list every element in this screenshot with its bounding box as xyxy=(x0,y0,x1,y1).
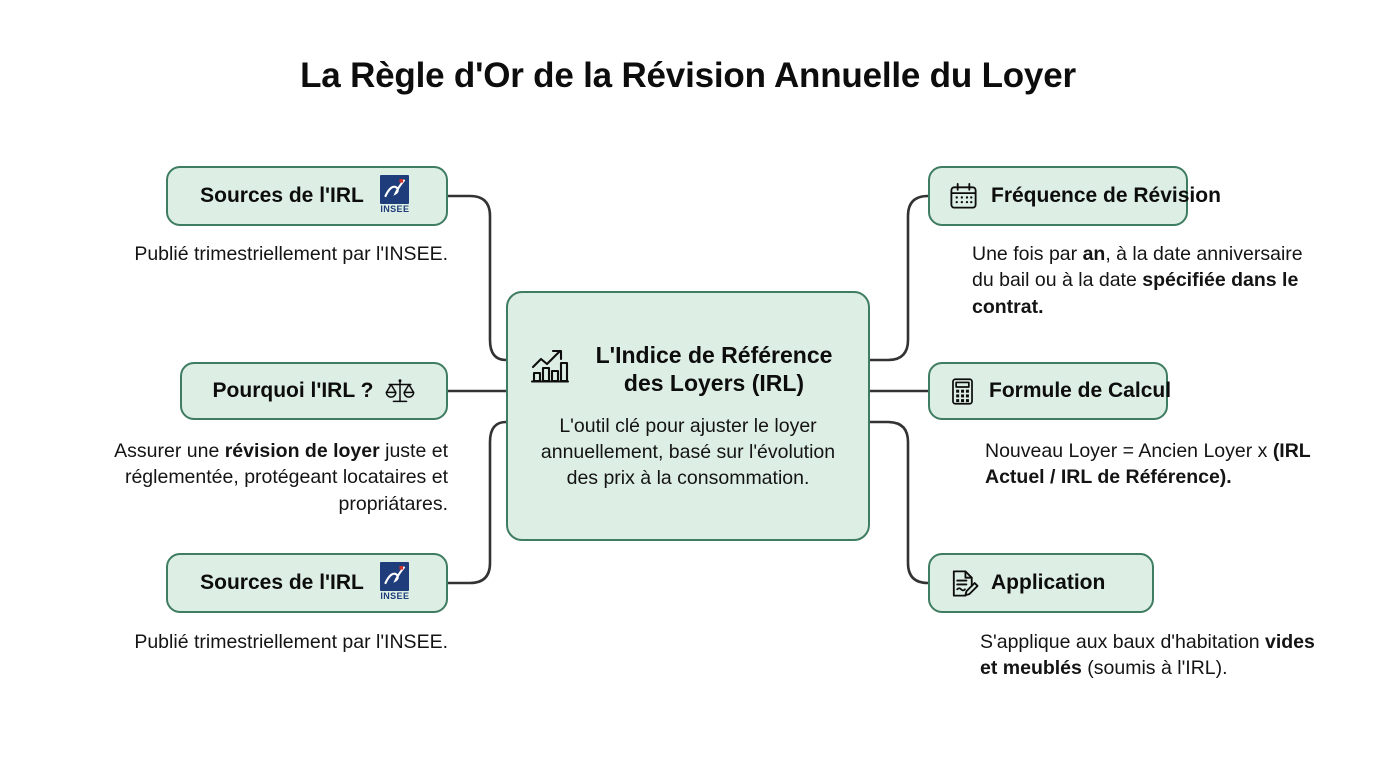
connector-sources-bottom xyxy=(448,420,507,585)
insee-wordmark: INSEE xyxy=(380,591,410,601)
caption-sources-irl-top-text: Publié trimestriellement par l'INSEE. xyxy=(134,243,448,265)
node-sources-irl-top[interactable]: Sources de l'IRL INSEE xyxy=(166,166,448,226)
central-node-title: L'Indice de Référence des Loyers (IRL) xyxy=(595,341,833,396)
central-node-description: L'outil clé pour ajuster le loyer annuel… xyxy=(540,414,836,490)
insee-mark-icon xyxy=(384,566,406,585)
caption-pourquoi-irl: Assurer une révision de loyer juste et r… xyxy=(114,440,448,515)
calendar-icon xyxy=(948,181,979,212)
caption-application-bold-1: vides et meublés xyxy=(980,631,1315,680)
balance-scales-icon xyxy=(385,376,415,406)
node-formule-calcul-label: Formule de Calcul xyxy=(989,378,1172,402)
caption-frequence-revision: Une fois par an, à la date anniversaire … xyxy=(972,243,1303,318)
caption-sources-irl-top: Publié trimestriellement par l'INSEE. xyxy=(60,241,448,267)
page-title: La Règle d'Or de la Révision Annuelle du… xyxy=(300,56,1076,95)
node-sources-irl-top-label: Sources de l'IRL xyxy=(200,183,364,207)
caption-sources-irl-bottom-text: Publié trimestriellement par l'INSEE. xyxy=(134,631,448,653)
node-frequence-revision[interactable]: Fréquence de Révision xyxy=(928,166,1221,226)
caption-frequence-bold-2: spécifiée dans le contrat. xyxy=(972,269,1299,318)
connector-frequence xyxy=(870,194,929,362)
node-sources-irl-bottom[interactable]: Sources de l'IRL INSEE xyxy=(166,553,448,613)
connector-application xyxy=(870,420,929,585)
insee-wordmark: INSEE xyxy=(380,204,410,214)
calculator-icon xyxy=(948,377,977,406)
insee-logo-icon: INSEE xyxy=(376,562,414,604)
node-pourquoi-irl[interactable]: Pourquoi l'IRL ? xyxy=(180,362,448,420)
insee-logo-icon: INSEE xyxy=(376,175,414,217)
node-application-label: Application xyxy=(991,570,1106,594)
caption-pourquoi-bold-1: révision de loyer xyxy=(224,440,380,462)
central-node-header: L'Indice de Référence des Loyers (IRL) xyxy=(530,341,846,397)
document-signature-icon xyxy=(948,568,979,599)
node-application[interactable]: Application xyxy=(928,553,1154,613)
caption-frequence-bold-1: an xyxy=(1082,243,1106,265)
insee-mark-icon xyxy=(384,179,406,198)
connector-sources-top xyxy=(448,194,507,362)
node-formule-calcul[interactable]: Formule de Calcul xyxy=(928,362,1172,420)
central-node[interactable]: L'Indice de Référence des Loyers (IRL) L… xyxy=(506,291,870,541)
caption-formule-bold-1: (IRL Actuel / IRL de Référence). xyxy=(985,440,1311,489)
bar-chart-growth-icon xyxy=(530,346,570,391)
caption-application: S'applique aux baux d'habitation vides e… xyxy=(980,631,1315,680)
node-pourquoi-irl-label: Pourquoi l'IRL ? xyxy=(212,378,374,402)
node-sources-irl-bottom-label: Sources de l'IRL xyxy=(200,570,364,594)
caption-sources-irl-bottom: Publié trimestriellement par l'INSEE. xyxy=(60,629,448,655)
caption-formule-calcul: Nouveau Loyer = Ancien Loyer x (IRL Actu… xyxy=(985,440,1311,489)
node-frequence-revision-label: Fréquence de Révision xyxy=(991,183,1221,207)
